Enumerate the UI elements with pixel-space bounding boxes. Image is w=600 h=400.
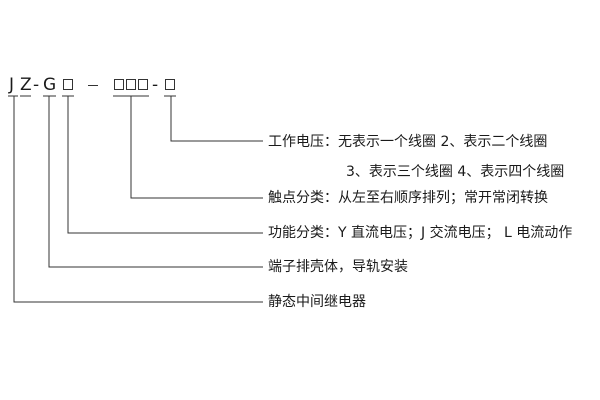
label-relay-type: 静态中间继电器	[268, 294, 366, 310]
code-box-function	[63, 79, 73, 90]
leader-contact-type	[130, 96, 263, 199]
leader-function-type	[67, 96, 263, 234]
label-function-type: 功能分类：Y 直流电压；J 交流电压； L 电流动作	[268, 225, 573, 241]
code-letter-g: G	[43, 75, 57, 95]
code-dash: -	[33, 75, 40, 95]
label-coil-voltage-line1: 工作电压：无表示一个线圈 2、表示二个线圈	[268, 134, 548, 150]
label-terminal-type: 端子排壳体，导轨安装	[268, 259, 408, 275]
code-letter-z: Z	[20, 75, 32, 95]
code-dash-separator	[88, 85, 98, 86]
code-dash-2: -	[152, 75, 159, 95]
leader-terminal-type	[48, 96, 263, 268]
code-box-contact-1	[114, 79, 124, 90]
leader-coil-voltage	[170, 96, 263, 142]
label-coil-voltage-line2: 3、表示三个线圈 4、表示四个线圈	[346, 164, 565, 180]
code-letter-j: J	[9, 75, 15, 95]
code-box-contact-2	[126, 79, 136, 90]
leader-relay-type	[13, 96, 263, 303]
code-box-contact-3	[138, 79, 148, 90]
label-contact-type: 触点分类：从左至右顺序排列；常开常闭转换	[268, 190, 548, 206]
code-box-coil-voltage	[165, 79, 175, 90]
